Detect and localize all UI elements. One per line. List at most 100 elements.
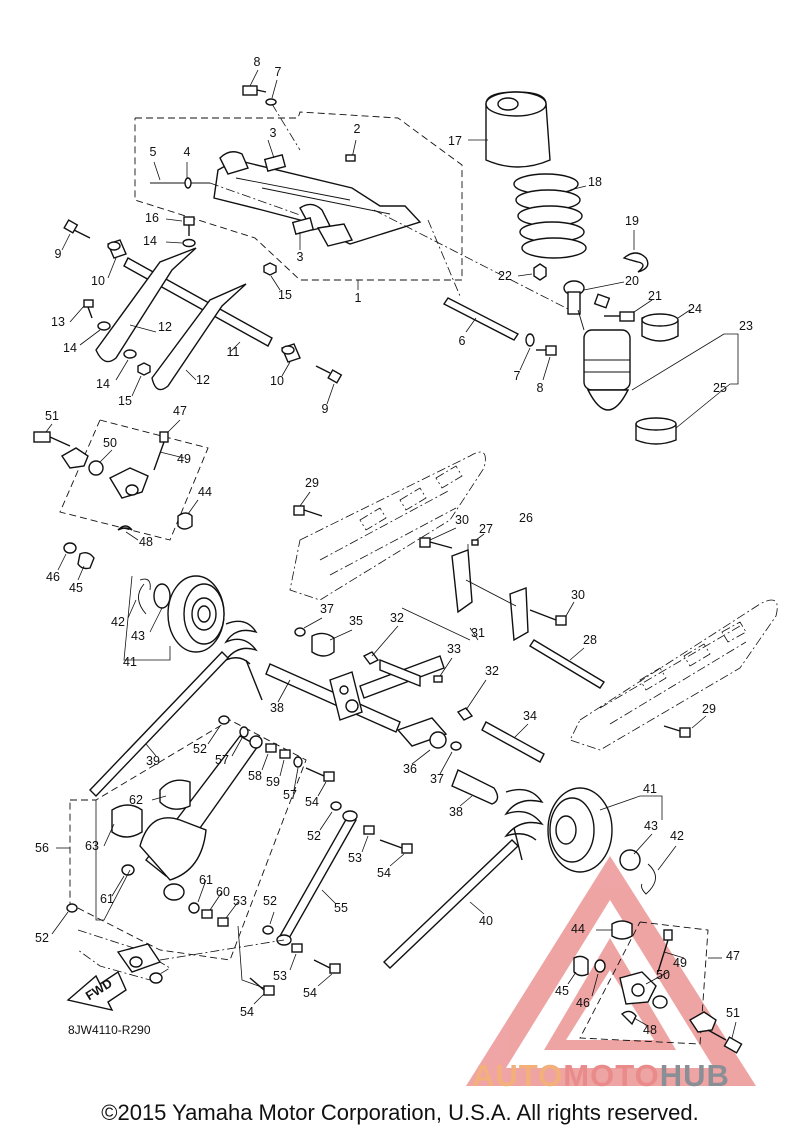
- part-label-7: 7: [514, 369, 521, 383]
- part-label-47: 47: [726, 949, 740, 963]
- part-label-30: 30: [571, 588, 585, 602]
- part-label-18: 18: [588, 175, 602, 189]
- shock-absorber: [373, 91, 739, 445]
- part-label-15: 15: [278, 288, 292, 302]
- part-label-15: 15: [118, 394, 132, 408]
- part-label-52: 52: [263, 894, 277, 908]
- part-label-29: 29: [305, 476, 319, 490]
- part-label-35: 35: [349, 614, 363, 628]
- part-label-1: 1: [355, 291, 362, 305]
- part-label-30: 30: [455, 513, 469, 527]
- part-label-28: 28: [583, 633, 597, 647]
- part-label-22: 22: [498, 269, 512, 283]
- part-label-44: 44: [571, 922, 585, 936]
- part-label-46: 46: [576, 996, 590, 1010]
- part-label-14: 14: [63, 341, 77, 355]
- front-bracket: [77, 929, 171, 984]
- part-label-53: 53: [233, 894, 247, 908]
- part-label-14: 14: [143, 234, 157, 248]
- part-label-29: 29: [702, 702, 716, 716]
- bracket-assembly: [419, 527, 605, 689]
- part-label-25: 25: [713, 381, 727, 395]
- part-label-37: 37: [320, 602, 334, 616]
- part-label-14: 14: [96, 377, 110, 391]
- part-label-48: 48: [139, 535, 153, 549]
- part-label-7: 7: [275, 65, 282, 79]
- part-label-60: 60: [216, 885, 230, 899]
- part-label-57: 57: [215, 753, 229, 767]
- part-label-19: 19: [625, 214, 639, 228]
- part-label-53: 53: [348, 851, 362, 865]
- part-label-8: 8: [537, 381, 544, 395]
- rear-arm: [265, 607, 545, 807]
- slide-rail-left: [289, 451, 486, 601]
- part-label-17: 17: [448, 134, 462, 148]
- part-label-57: 57: [283, 788, 297, 802]
- part-label-13: 13: [51, 315, 65, 329]
- watermark-part2: MOTO: [563, 1058, 660, 1093]
- part-label-43: 43: [131, 629, 145, 643]
- part-label-38: 38: [449, 805, 463, 819]
- part-label-54: 54: [240, 1005, 254, 1019]
- watermark-part3: HUB: [659, 1058, 730, 1093]
- part-label-51: 51: [726, 1006, 740, 1020]
- part-label-21: 21: [648, 289, 662, 303]
- part-label-46: 46: [46, 570, 60, 584]
- part-label-41: 41: [643, 782, 657, 796]
- part-label-47: 47: [173, 404, 187, 418]
- part-label-34: 34: [523, 709, 537, 723]
- upper-arm-group: [134, 69, 463, 291]
- part-label-52: 52: [35, 931, 49, 945]
- part-label-48: 48: [643, 1023, 657, 1037]
- part-label-12: 12: [158, 320, 172, 334]
- part-label-27: 27: [479, 522, 493, 536]
- part-label-6: 6: [459, 334, 466, 348]
- part-label-33: 33: [447, 642, 461, 656]
- part-label-23: 23: [739, 319, 753, 333]
- watermark-logo: [466, 856, 756, 1086]
- part-label-24: 24: [688, 302, 702, 316]
- part-label-61: 61: [100, 892, 114, 906]
- part-label-3: 3: [270, 126, 277, 140]
- lower-link-assembly: [51, 715, 335, 961]
- part-label-51: 51: [45, 409, 59, 423]
- part-label-55: 55: [334, 901, 348, 915]
- part-label-26: 26: [519, 511, 533, 525]
- slide-rail-right: [569, 599, 778, 751]
- part-label-41: 41: [123, 655, 137, 669]
- part-label-9: 9: [322, 402, 329, 416]
- watermark-text: AUTOMOTOHUB: [472, 1058, 730, 1094]
- part-label-61: 61: [199, 873, 213, 887]
- part-label-11: 11: [227, 345, 240, 359]
- part-label-54: 54: [305, 795, 319, 809]
- right-idler-assembly: [547, 787, 677, 895]
- part-label-10: 10: [270, 374, 284, 388]
- lower-shaft-group: [61, 219, 343, 405]
- part-label-16: 16: [145, 211, 159, 225]
- part-label-42: 42: [111, 615, 125, 629]
- part-label-32: 32: [485, 664, 499, 678]
- diagram-code: 8JW4110-R290: [68, 1023, 151, 1037]
- part-label-12: 12: [196, 373, 210, 387]
- part-label-42: 42: [670, 829, 684, 843]
- part-label-52: 52: [193, 742, 207, 756]
- part-label-10: 10: [91, 274, 105, 288]
- part-label-40: 40: [479, 914, 493, 928]
- part-label-4: 4: [184, 145, 191, 159]
- part-label-39: 39: [146, 754, 160, 768]
- part-label-58: 58: [248, 769, 262, 783]
- left-idler-assembly: [33, 419, 225, 661]
- part-label-59: 59: [266, 775, 280, 789]
- part-label-53: 53: [273, 969, 287, 983]
- part-label-9: 9: [55, 247, 62, 261]
- part-label-63: 63: [85, 839, 99, 853]
- part-label-45: 45: [69, 581, 83, 595]
- shaft-6: [442, 297, 557, 381]
- part-label-8: 8: [254, 55, 261, 69]
- part-label-43: 43: [644, 819, 658, 833]
- part-label-49: 49: [177, 452, 191, 466]
- part-label-56: 56: [35, 841, 49, 855]
- part-label-36: 36: [403, 762, 417, 776]
